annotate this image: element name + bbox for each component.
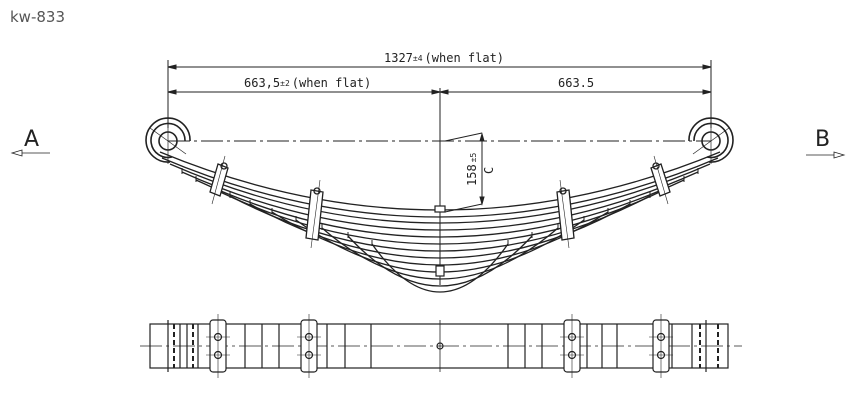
clamp-right-outer <box>650 155 671 205</box>
view-label-b: B <box>815 127 830 152</box>
overall-dimension-line <box>167 64 712 70</box>
clamp-right-inner <box>556 179 575 249</box>
camber-value-label: 158±5 <box>465 152 479 186</box>
clamp-left-outer <box>209 155 229 205</box>
camber-dimension <box>444 132 485 213</box>
view-arrow-b <box>806 151 846 159</box>
clamp-left-inner <box>305 179 324 249</box>
view-arrow-a <box>10 149 50 157</box>
view-label-a: A <box>24 127 39 152</box>
plan-clamp-4 <box>649 314 673 378</box>
plan-clamp-3 <box>560 314 584 378</box>
plan-view <box>140 320 742 372</box>
left-half-length-label: 663,5±2(when flat) <box>244 76 371 90</box>
center-bolt <box>434 205 446 277</box>
right-half-length-label: 663.5 <box>558 76 594 90</box>
plan-clamp-1 <box>206 314 230 378</box>
part-number-title: kw-833 <box>10 8 65 26</box>
right-spring-eye <box>688 117 734 164</box>
camber-symbol-label: C <box>482 167 496 174</box>
overall-length-label: 1327±4(when flat) <box>384 51 504 65</box>
plan-clamp-2 <box>297 314 321 378</box>
left-spring-eye <box>145 117 191 164</box>
